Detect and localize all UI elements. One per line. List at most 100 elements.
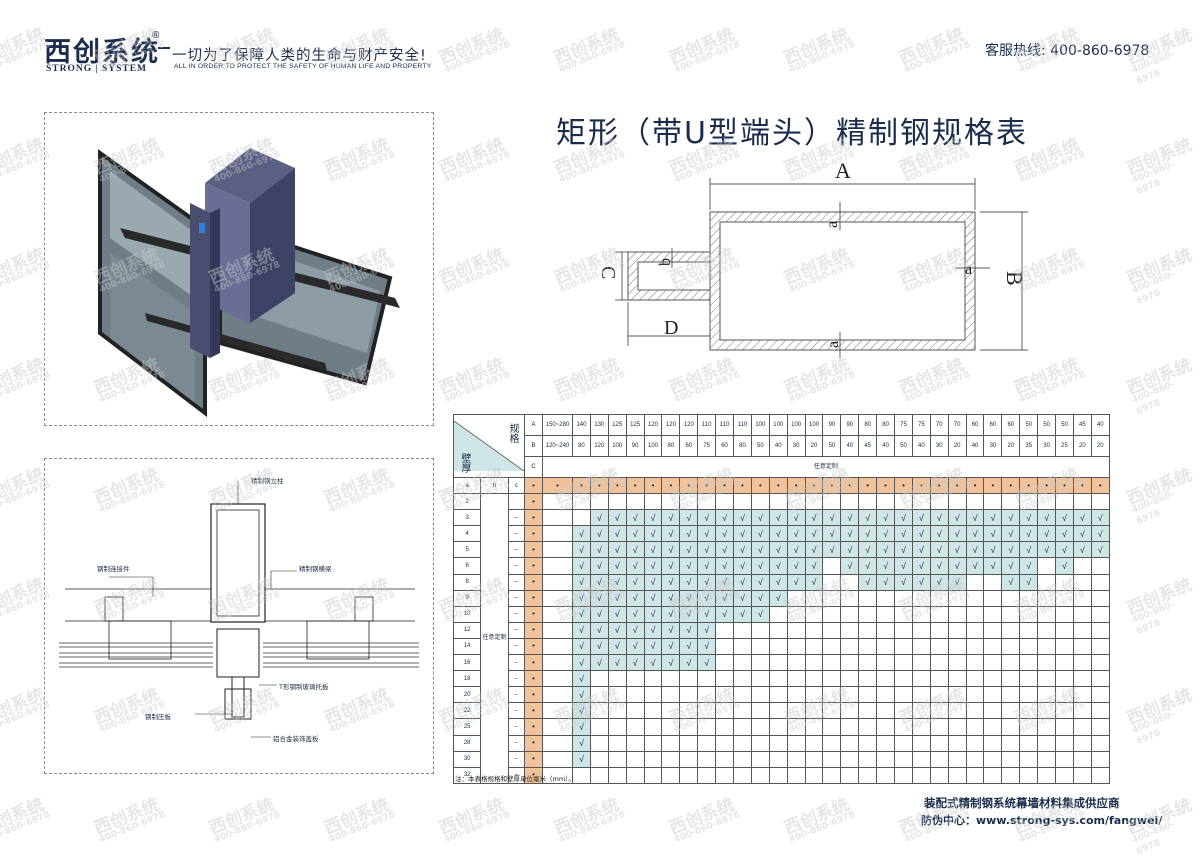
check-cell: √ bbox=[929, 573, 949, 591]
empty-cell bbox=[733, 718, 752, 736]
empty-cell bbox=[1090, 702, 1110, 720]
spec-A-value: 110 bbox=[697, 414, 717, 436]
empty-cell bbox=[572, 509, 591, 527]
empty-cell bbox=[947, 605, 967, 623]
spec-A-value: 125 bbox=[607, 414, 627, 436]
empty-cell bbox=[786, 637, 806, 656]
empty-cell bbox=[804, 621, 824, 639]
spec-A-value: 60 bbox=[965, 414, 985, 436]
thickness-value: 32 bbox=[452, 766, 482, 784]
empty-cell bbox=[542, 766, 573, 784]
empty-cell bbox=[822, 766, 842, 784]
dot-cell: • bbox=[1090, 476, 1110, 495]
c-dash-cell: – bbox=[507, 509, 526, 527]
empty-cell bbox=[876, 702, 896, 720]
check-cell: √ bbox=[572, 670, 591, 688]
empty-cell bbox=[1001, 605, 1021, 623]
empty-cell bbox=[697, 718, 717, 736]
check-cell: √ bbox=[768, 573, 788, 591]
empty-cell bbox=[661, 766, 681, 784]
empty-cell bbox=[894, 654, 913, 672]
spec-A-value: 100 bbox=[768, 414, 788, 436]
empty-cell bbox=[858, 654, 878, 672]
empty-cell bbox=[822, 557, 842, 575]
empty-cell bbox=[804, 670, 824, 688]
empty-cell bbox=[822, 621, 842, 639]
empty-cell bbox=[983, 654, 1003, 672]
empty-cell bbox=[1072, 766, 1092, 784]
empty-cell bbox=[822, 718, 842, 736]
check-cell: √ bbox=[661, 541, 681, 559]
empty-cell bbox=[1001, 637, 1021, 656]
dot-cell: • bbox=[1055, 476, 1074, 495]
spec-A-value: 120 bbox=[661, 414, 681, 436]
empty-cell bbox=[911, 686, 931, 704]
dot-cell: • bbox=[524, 573, 543, 591]
spec-B-value: 25 bbox=[1055, 435, 1074, 457]
empty-cell bbox=[965, 734, 985, 752]
empty-cell bbox=[804, 637, 824, 656]
spec-A-value: 80 bbox=[858, 414, 878, 436]
empty-cell bbox=[822, 702, 842, 720]
dot-cell: • bbox=[524, 605, 543, 623]
check-cell: √ bbox=[643, 654, 663, 672]
check-cell: √ bbox=[589, 509, 609, 527]
spec-B-value: 30 bbox=[786, 435, 806, 457]
c-dash-cell: – bbox=[507, 734, 526, 752]
empty-cell bbox=[1037, 718, 1057, 736]
dot-cell: • bbox=[589, 476, 609, 495]
empty-cell bbox=[1037, 589, 1057, 607]
empty-cell bbox=[911, 589, 931, 607]
empty-cell bbox=[876, 621, 896, 639]
dot-cell: • bbox=[822, 476, 842, 495]
empty-cell bbox=[1055, 573, 1074, 591]
thickness-row: 16–•√√√√√√√√ bbox=[452, 654, 1110, 672]
empty-cell bbox=[625, 702, 645, 720]
dot-cell: • bbox=[524, 493, 543, 511]
dot-cell: • bbox=[524, 718, 543, 736]
dot-cell: • bbox=[750, 476, 770, 495]
dot-cell: • bbox=[983, 476, 1003, 495]
check-cell: √ bbox=[804, 509, 824, 527]
empty-cell bbox=[786, 670, 806, 688]
empty-cell bbox=[786, 605, 806, 623]
dot-cell: • bbox=[768, 476, 788, 495]
check-cell: √ bbox=[625, 605, 645, 623]
footer-tagline: 装配式精制钢系统幕墙材料集成供应商 bbox=[924, 796, 1120, 810]
empty-cell bbox=[661, 702, 681, 720]
empty-cell bbox=[786, 621, 806, 639]
check-cell: √ bbox=[607, 621, 627, 639]
empty-cell bbox=[589, 702, 609, 720]
empty-cell bbox=[822, 637, 842, 656]
spec-C-value: 任意定制 bbox=[542, 456, 1110, 478]
empty-cell bbox=[804, 702, 824, 720]
abc-header: c bbox=[507, 476, 526, 495]
thickness-row: 8–•√√√√√√√√√√√√√√√√√√√√√√ bbox=[452, 573, 1110, 591]
check-cell: √ bbox=[750, 557, 770, 575]
check-cell: √ bbox=[822, 541, 842, 559]
empty-cell bbox=[1037, 750, 1057, 768]
spec-B-value: 40 bbox=[768, 435, 788, 457]
check-cell: √ bbox=[679, 589, 699, 607]
empty-cell bbox=[607, 734, 627, 752]
check-cell: √ bbox=[947, 541, 967, 559]
check-cell: √ bbox=[733, 605, 752, 623]
check-cell: √ bbox=[715, 525, 735, 543]
dot-cell: • bbox=[661, 476, 681, 495]
thickness-value: 14 bbox=[452, 637, 482, 656]
empty-cell bbox=[1090, 589, 1110, 607]
empty-cell bbox=[750, 686, 770, 704]
check-cell: √ bbox=[858, 525, 878, 543]
dot-cell: • bbox=[715, 476, 735, 495]
check-cell: √ bbox=[697, 605, 717, 623]
spec-B-value: 45 bbox=[858, 435, 878, 457]
empty-cell bbox=[1001, 734, 1021, 752]
empty-cell bbox=[894, 702, 913, 720]
empty-cell bbox=[894, 670, 913, 688]
thickness-value: 10 bbox=[452, 605, 482, 623]
